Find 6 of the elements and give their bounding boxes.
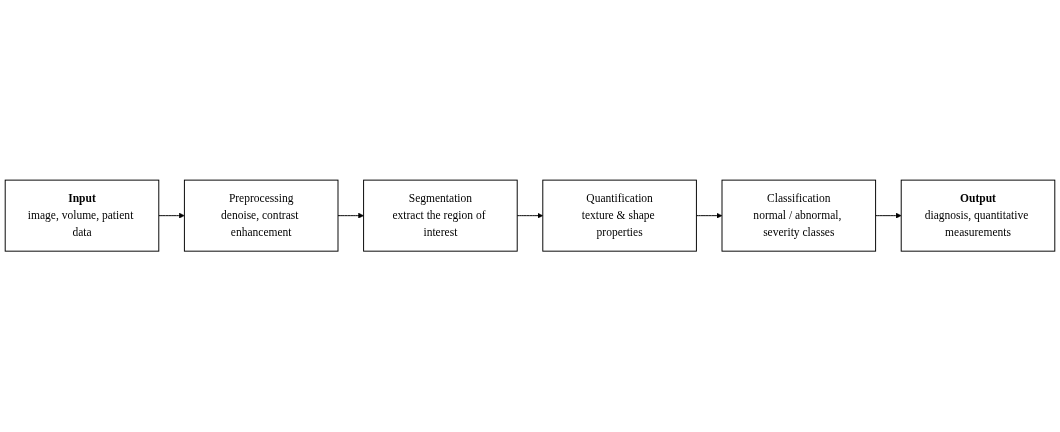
- node-box: Input image, volume, patient data: [4, 180, 160, 252]
- node-box: Output diagnosis, quantitative measurements: [900, 180, 1056, 252]
- node-box: Quantification texture & shape properties: [542, 180, 697, 252]
- node-box: Segmentation extract the region of interest: [363, 180, 518, 252]
- node-box: Preprocessing denoise, contrast enhancement: [183, 180, 339, 252]
- node-box: Classification normal / abnormal, severity classes: [721, 180, 877, 252]
